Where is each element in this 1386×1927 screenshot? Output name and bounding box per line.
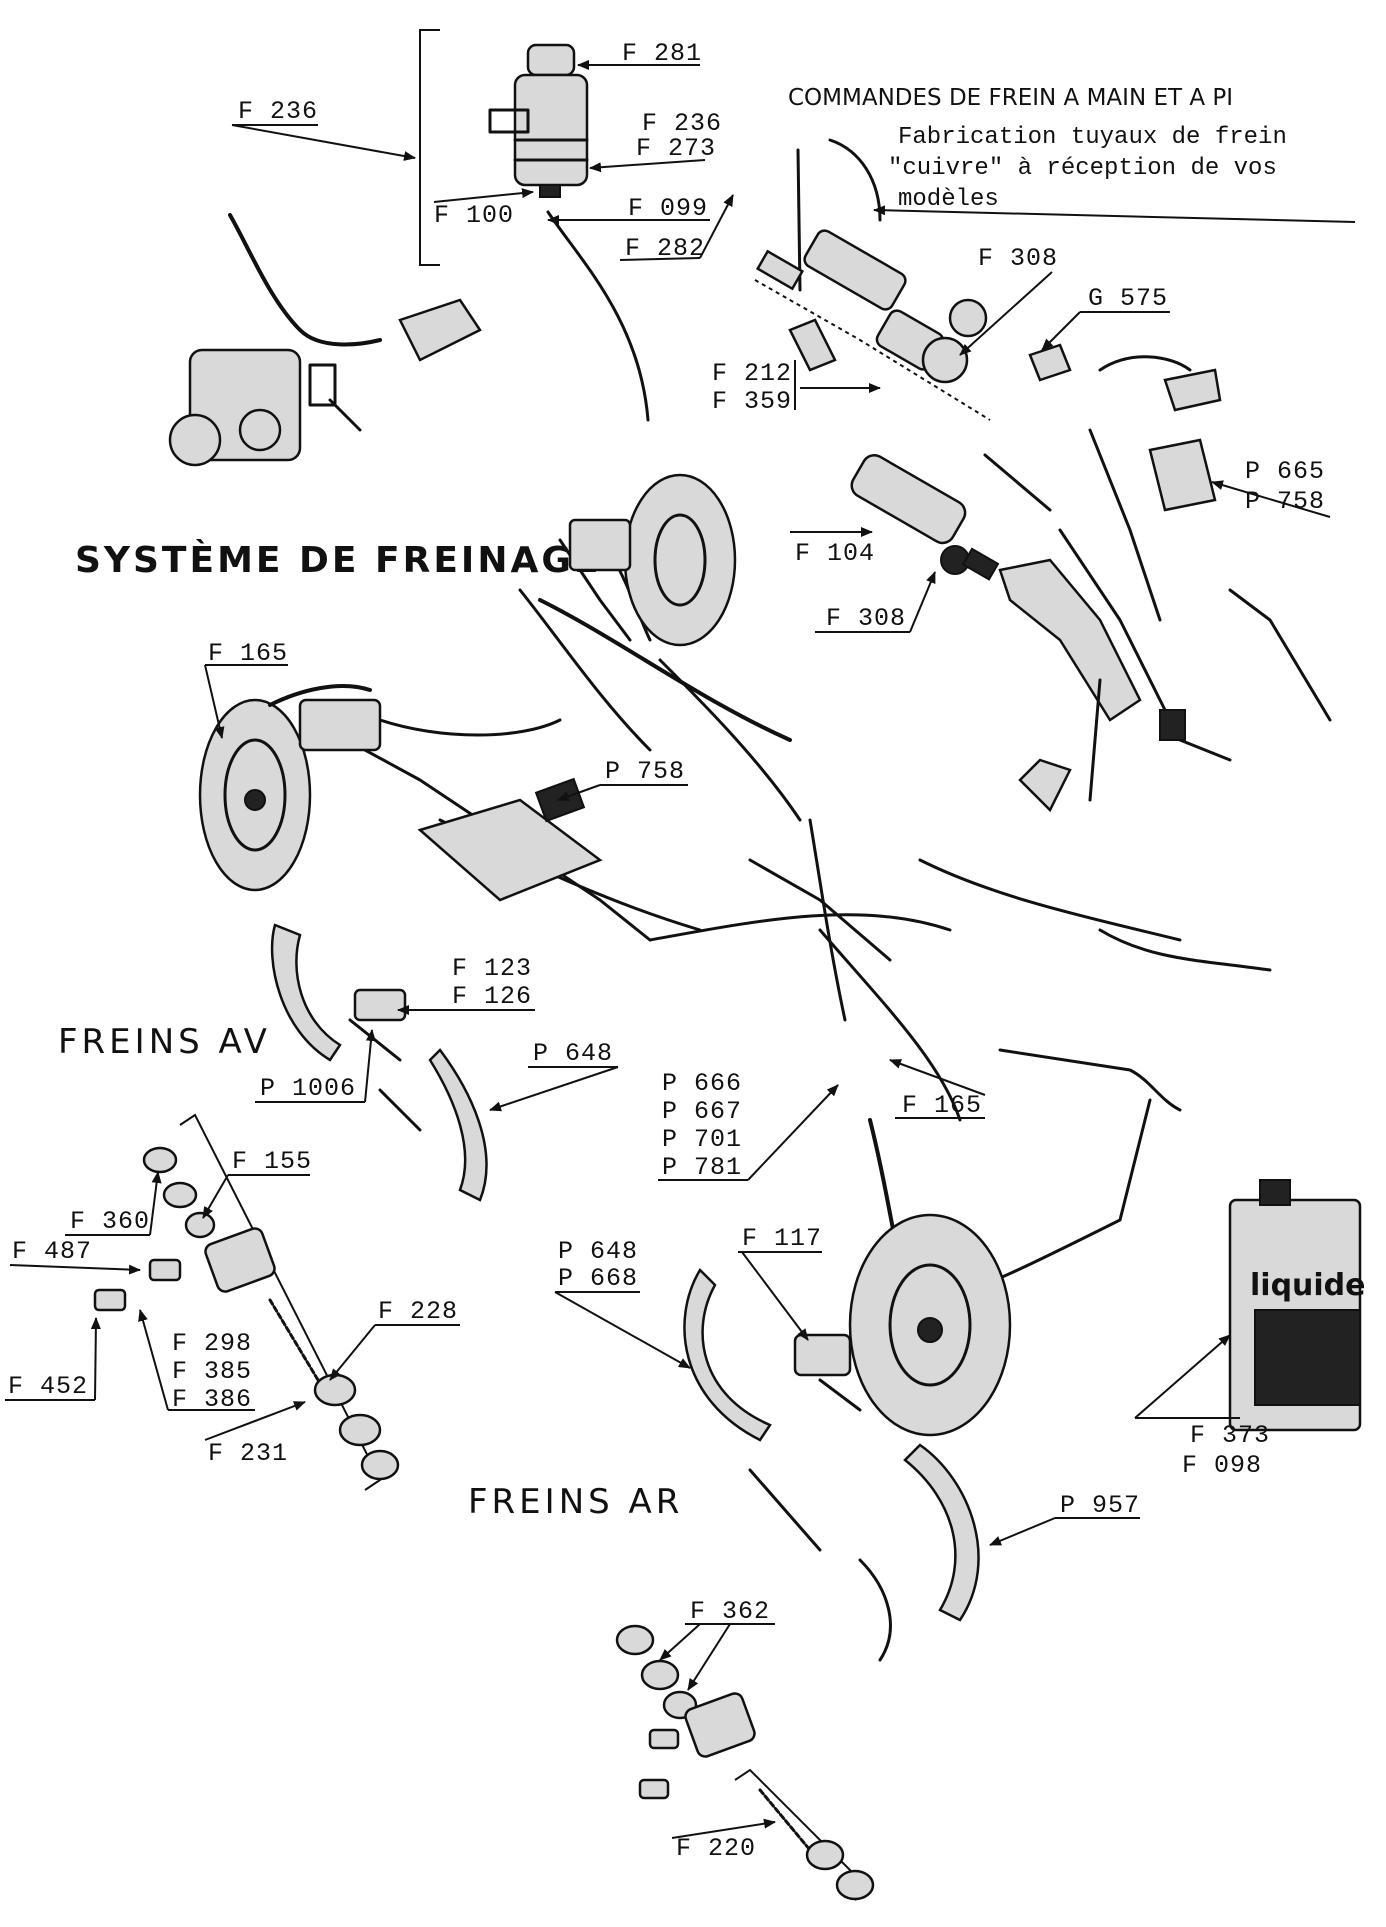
leader-f308-top: [959, 271, 1053, 356]
label-f308-mid: F 308: [826, 604, 906, 633]
leader-f117: [741, 1251, 809, 1341]
leader-f236-left: [231, 124, 416, 161]
fabrication-line-3: modèles: [898, 186, 999, 213]
label-p701: P 701: [662, 1125, 742, 1154]
label-f273: F 273: [636, 134, 716, 163]
leader-f100: [433, 188, 534, 203]
leader-f308-mid: [909, 571, 936, 633]
leader-p758-mid: [557, 784, 601, 802]
label-f281: F 281: [622, 39, 702, 68]
freins-ar-title: FREINS AR: [468, 1482, 683, 1522]
label-p648-av: P 648: [533, 1039, 613, 1068]
leader-p957: [989, 1517, 1056, 1546]
label-f123: F 123: [452, 954, 532, 983]
rear-brake-shoes: [683, 1267, 980, 1662]
leader-f231: [204, 1401, 306, 1441]
label-f165-right: F 165: [902, 1091, 982, 1120]
leader-f155: [202, 1174, 229, 1219]
label-f117: F 117: [742, 1224, 822, 1253]
label-g575: G 575: [1088, 284, 1168, 313]
rear-backing-plate: [848, 1213, 1012, 1437]
leader-f220: [671, 1818, 776, 1839]
master-cylinder-assembly-left: [168, 213, 482, 467]
label-f236-right: F 236: [642, 109, 722, 138]
label-f100: F 100: [434, 201, 514, 230]
label-f099: F 099: [628, 194, 708, 223]
label-f298: F 298: [172, 1329, 252, 1358]
clutch-master-cylinder: [850, 453, 1000, 581]
leader-f228: [329, 1324, 376, 1381]
leader-f373: [1134, 1334, 1231, 1419]
leader-f273: [589, 159, 706, 173]
label-p781: P 781: [662, 1153, 742, 1182]
label-f104: F 104: [795, 539, 875, 568]
label-f359: F 359: [712, 387, 792, 416]
brake-fluid-reservoir: [419, 29, 650, 422]
leader-f362-b: [687, 1623, 731, 1691]
label-p648-ar: P 648: [558, 1237, 638, 1266]
label-f236-left: F 236: [238, 97, 318, 126]
label-f165-left: F 165: [208, 639, 288, 668]
label-p758-mid: P 758: [605, 757, 685, 786]
label-p957: P 957: [1060, 1491, 1140, 1520]
leader-f165-left: [204, 664, 225, 739]
label-f155: F 155: [232, 1147, 312, 1176]
can-brand-label: liquide: [1250, 1268, 1366, 1303]
front-wheel-cylinder-exploded: [93, 1113, 400, 1491]
commandes-title: COMMANDES DE FREIN A MAIN ET A PI: [788, 85, 1233, 111]
brake-fluid-can: liquide: [1228, 1179, 1366, 1432]
label-f231: F 231: [208, 1439, 288, 1468]
front-brake-drum: [198, 683, 382, 892]
label-f487: F 487: [12, 1237, 92, 1266]
label-f228: F 228: [378, 1297, 458, 1326]
leader-p648-av: [489, 1066, 619, 1112]
label-f098: F 098: [1182, 1451, 1262, 1480]
label-p666: P 666: [662, 1069, 742, 1098]
label-p665: P 665: [1245, 457, 1325, 486]
leader-f282: [699, 194, 734, 259]
fabrication-line-1: Fabrication tuyaux de frein: [898, 124, 1287, 151]
fabrication-arrow: [873, 205, 1356, 223]
leader-p668: [554, 1291, 691, 1369]
label-f308-top: F 308: [978, 244, 1058, 273]
pedal-assembly: [754, 138, 1332, 813]
leader-p1006: [364, 1029, 376, 1103]
leader-f487: [9, 1264, 141, 1275]
label-p667: P 667: [662, 1097, 742, 1126]
leader-p781: [747, 1084, 839, 1181]
label-f373: F 373: [1190, 1421, 1270, 1450]
fabrication-line-2: "cuivre" à réception de vos: [888, 155, 1277, 182]
label-f126: F 126: [452, 982, 532, 1011]
rear-backing-plate-top: [558, 473, 737, 647]
label-p668: P 668: [558, 1264, 638, 1293]
leader-f362-a: [659, 1623, 701, 1661]
label-p1006: P 1006: [260, 1074, 356, 1103]
leader-p758-top: [1211, 480, 1331, 518]
label-f360: F 360: [70, 1207, 150, 1236]
freins-av-title: FREINS AV: [58, 1022, 271, 1062]
leader-f452: [90, 1317, 101, 1401]
label-f385: F 385: [172, 1357, 252, 1386]
systeme-de-freinage-title: SYSTÈME DE FREINAGE: [75, 539, 601, 581]
rear-wheel-cylinder-exploded: [615, 1624, 875, 1901]
label-f212: F 212: [712, 359, 792, 388]
leader-g575: [1041, 311, 1081, 351]
leader-f165-right: [889, 1059, 986, 1096]
underline: [619, 257, 701, 261]
label-f220: F 220: [676, 1834, 756, 1863]
label-f362: F 362: [690, 1597, 770, 1626]
leader-f386: [138, 1309, 169, 1411]
leader-f360: [149, 1171, 162, 1236]
label-f452: F 452: [8, 1372, 88, 1401]
